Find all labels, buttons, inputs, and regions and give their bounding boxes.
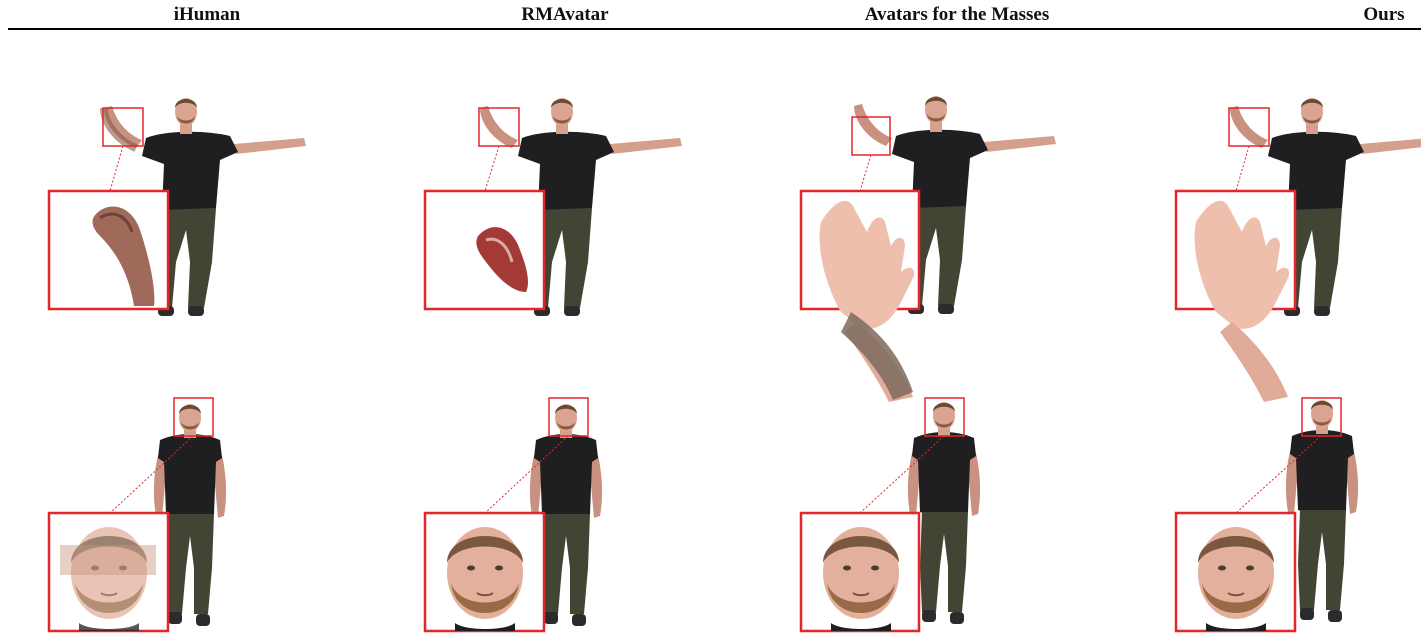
panel-rmavatar-row2 [423, 397, 603, 633]
panel-ours-row1 [1174, 98, 1421, 402]
column-title-rmavatar: RMAvatar [521, 4, 609, 25]
zoom-connector [859, 154, 872, 192]
zoomed-hand-artifact [476, 227, 528, 292]
zoom-connector [1235, 435, 1322, 514]
panel-avatars-for-the-masses-row2 [799, 397, 981, 633]
column-title-ours: Ours [1363, 4, 1405, 25]
column-title-ihuman: iHuman [173, 4, 241, 25]
avatar-render [1285, 400, 1359, 622]
header-rule [8, 28, 1421, 30]
crop-box [924, 397, 965, 437]
crop-box [173, 397, 214, 437]
zoomed-hand-blurry [92, 206, 155, 306]
zoom-connector [1235, 145, 1250, 192]
column-title-avatars-for-the-masses: Avatars for the Masses [864, 4, 1050, 25]
zoom-connector [484, 145, 500, 192]
panel-ours-row2 [1174, 397, 1359, 633]
zoom-connector [859, 435, 945, 514]
crop-box [548, 397, 589, 437]
zoom-connector [109, 145, 124, 192]
panel-rmavatar-row1 [423, 98, 682, 316]
panel-ihuman-row2 [47, 397, 227, 633]
zoom-connector [109, 435, 194, 514]
panel-ihuman-row1 [47, 98, 306, 316]
crop-box [1301, 397, 1342, 437]
figure-header: iHuman RMAvatar Avatars for the Masses O… [0, 0, 1421, 30]
panel-avatars-for-the-masses-row1 [799, 96, 1056, 402]
zoom-connector [484, 435, 569, 514]
